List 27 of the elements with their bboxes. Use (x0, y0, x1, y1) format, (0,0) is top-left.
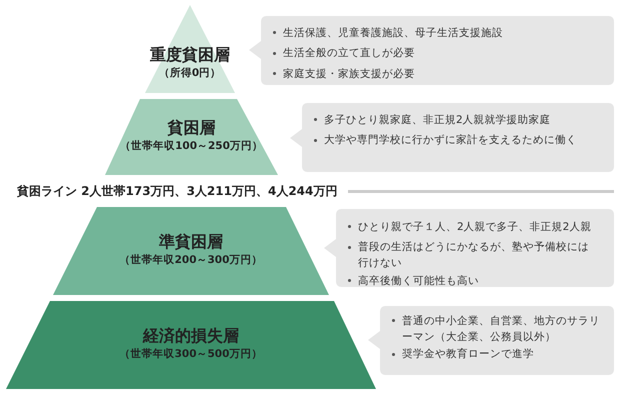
callout-bubble (290, 103, 614, 172)
bullet-text: 高卒後働く可能性も高い (358, 274, 479, 288)
bullet-text: 大学や専門学校に行かずに家計を支えるために働く (324, 133, 577, 148)
bullet-text: 奨学金や教育ローンで進学 (402, 347, 534, 362)
pyramid-tier (6, 301, 376, 389)
pyramid-tier (105, 99, 278, 175)
bullet-text: 生活全般の立て直しが必要 (283, 46, 415, 61)
bullet-text: ひとり親で子１人、2人親で多子、非正規2人親 (358, 220, 592, 234)
tier-title: 貧困層 (168, 118, 216, 138)
tier-title: 準貧困層 (159, 232, 223, 252)
income-range: （所得0円） (158, 66, 222, 81)
income-range: （世帯年収100～250万円） (120, 139, 263, 154)
tier-title: 経済的損失層 (143, 326, 239, 346)
bullet-text: 普通の中小企業、自営業、地方のサラリーマン（大企業、公務員以外） (402, 314, 601, 344)
callout-bubble (249, 16, 614, 85)
tier-title: 重度貧困層 (150, 45, 230, 65)
bullet-text: 家庭支援・家族支援が必要 (283, 66, 415, 82)
callout-bubble (324, 209, 614, 287)
bullet-text: 多子ひとり親家庭、非正規2人親就学援助家庭 (324, 112, 551, 128)
bullet-text: 普段の生活はどうにかなるが、塾や予備校には行けない (358, 240, 590, 271)
income-range: （世帯年収300～500万円） (120, 347, 262, 362)
pyramid-tier (53, 207, 329, 295)
pyramid-tier (145, 5, 235, 93)
bullet-text: 生活保護、児童養護施設、母子生活支援施設 (283, 26, 503, 40)
callout-bubble (368, 306, 614, 375)
income-range: （世帯年収200～300万円） (120, 253, 262, 268)
poverty-line-note: 貧困ライン 2人世帯173万円、3人211万円、4人244万円 (17, 183, 338, 200)
